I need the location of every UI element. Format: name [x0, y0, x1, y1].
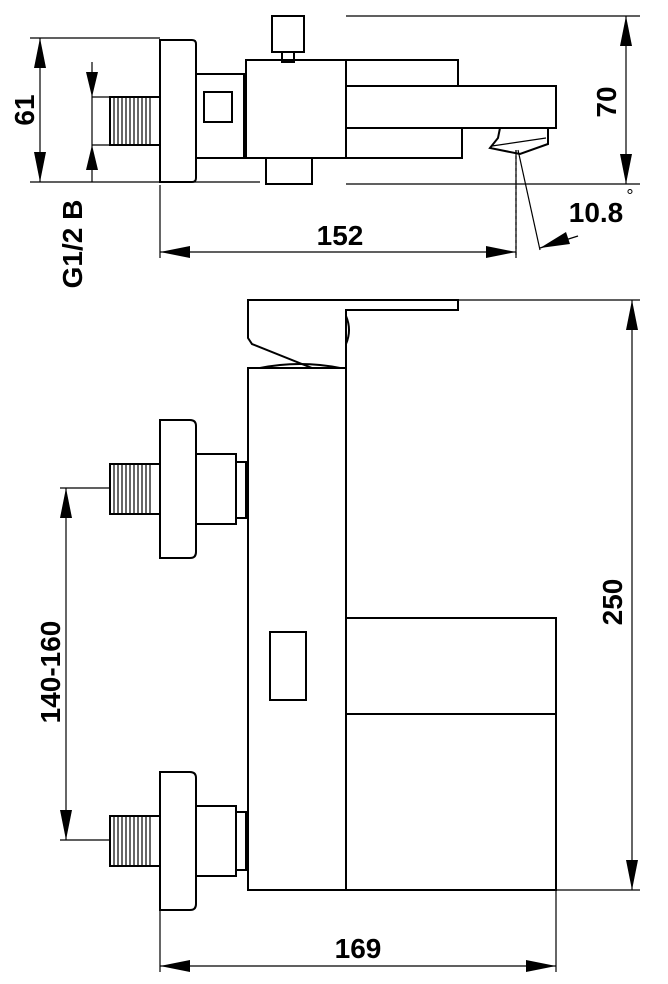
- front-mixer-body: [247, 367, 347, 891]
- front-view: [60, 299, 640, 972]
- front-lever: [247, 299, 459, 369]
- angle-unit: °: [626, 186, 633, 206]
- dimension-thread: G1/2 B: [57, 62, 110, 288]
- front-spout: [345, 617, 557, 891]
- dimension-61-label: 61: [9, 94, 40, 125]
- dimension-152-label: 152: [317, 220, 364, 251]
- dimension-169-label: 169: [335, 933, 382, 964]
- dimension-angle: 10.8 °: [539, 186, 634, 249]
- dimension-140-160-label: 140-160: [35, 621, 66, 724]
- top-handle-cap: [271, 15, 305, 63]
- thread-label: G1/2 B: [57, 200, 88, 289]
- dimension-61: 61: [9, 38, 46, 182]
- dimension-70-label: 70: [591, 86, 622, 117]
- dimension-70: 70: [591, 16, 632, 184]
- front-window: [269, 631, 307, 701]
- dimension-250-label: 250: [597, 579, 628, 626]
- top-spout: [346, 85, 557, 159]
- top-lever: [345, 59, 459, 87]
- top-thread: [109, 96, 161, 146]
- top-escutcheon: [159, 39, 197, 183]
- top-view: [30, 15, 640, 258]
- angle-label: 10.8: [569, 197, 624, 228]
- top-bottom-nub: [265, 157, 313, 185]
- lower-inlet: [109, 771, 247, 911]
- dimension-152: 152: [160, 220, 516, 258]
- dimension-140-160: 140-160: [35, 488, 72, 840]
- upper-inlet: [109, 419, 247, 559]
- top-connector: [195, 73, 245, 159]
- top-mixer-body: [245, 59, 347, 159]
- dimension-169: 169: [160, 933, 556, 972]
- top-aerator: [488, 127, 549, 156]
- dimension-250: 250: [597, 300, 638, 890]
